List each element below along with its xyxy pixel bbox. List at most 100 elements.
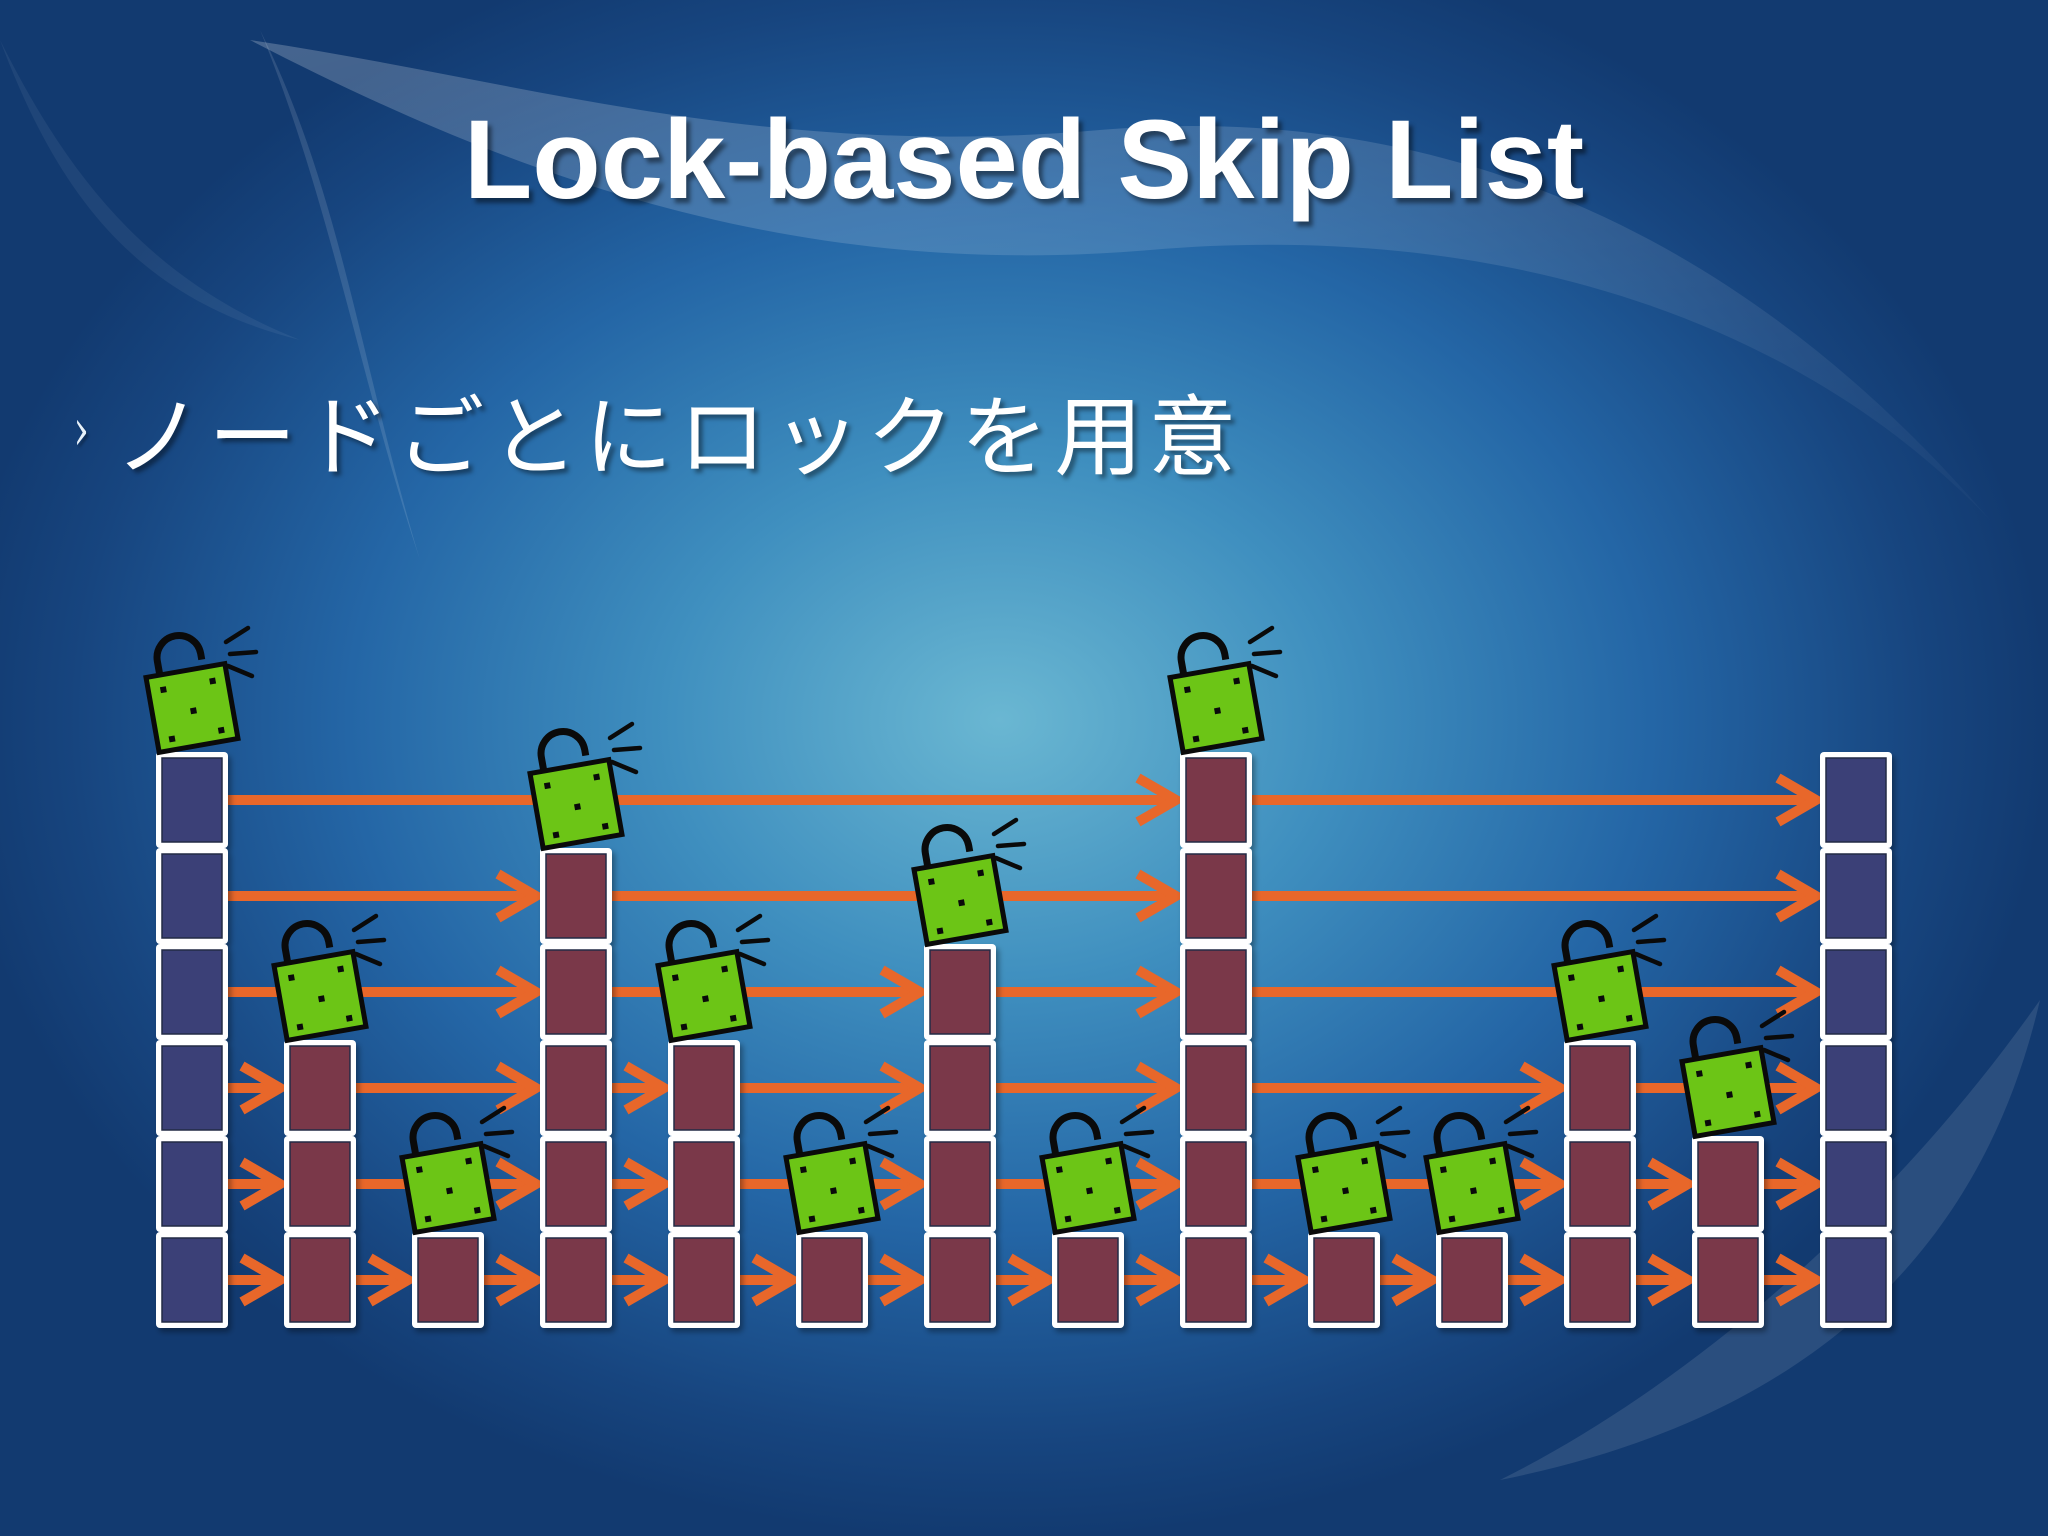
slide-title: Lock-based Skip List [463, 97, 1585, 222]
pointer-arrow [996, 1061, 1186, 1115]
pointer-arrows [228, 773, 1826, 1307]
unlocked-padlock-icon [1423, 1105, 1539, 1236]
pointer-arrow [612, 1253, 674, 1307]
pointer-arrow [1508, 1253, 1570, 1307]
tower-cell [1180, 1040, 1252, 1136]
tower-cell [668, 1040, 740, 1136]
pointer-arrow [1124, 1253, 1186, 1307]
node-tower [1564, 1040, 1636, 1328]
pointer-arrow [996, 1253, 1058, 1307]
pointer-arrow [740, 1061, 930, 1115]
tower-cell [1180, 944, 1252, 1040]
pointer-arrow [1252, 1253, 1314, 1307]
tower-cell [1308, 1232, 1380, 1328]
bullet-marker: › [73, 397, 90, 463]
tower-cell [1180, 752, 1252, 848]
pointer-arrow [1636, 1157, 1698, 1211]
bullet-item: › ノードごとにロックを用意 [70, 375, 1242, 489]
pointer-arrow [612, 1157, 674, 1211]
unlocked-padlock-icon [783, 1105, 899, 1236]
tower-cell [1820, 1136, 1892, 1232]
node-tower [668, 1040, 740, 1328]
pointer-arrow [996, 965, 1186, 1019]
unlocked-padlock-icon [1167, 625, 1283, 756]
bullet-text: ノードごとにロックを用意 [114, 385, 1243, 489]
unlocked-padlock-icon [1679, 1009, 1795, 1140]
tower-cell [1692, 1136, 1764, 1232]
unlocked-padlock-icon [1551, 913, 1667, 1044]
tower-cell [1564, 1136, 1636, 1232]
unlocked-padlock-icon [1039, 1105, 1155, 1236]
tower-cell [796, 1232, 868, 1328]
tower-cell [156, 1040, 228, 1136]
tower-cell [1820, 1232, 1892, 1328]
pointer-arrow [484, 1253, 546, 1307]
pointer-arrow [228, 869, 546, 923]
tower-cell [1180, 1136, 1252, 1232]
tower-cell [540, 848, 612, 944]
tower-cell [1820, 944, 1892, 1040]
tower-cell [1820, 752, 1892, 848]
tower-cell [540, 1232, 612, 1328]
pointer-arrow [740, 1253, 802, 1307]
pointer-arrow [1636, 1253, 1698, 1307]
pointer-arrow [1252, 869, 1826, 923]
unlocked-padlock-icon [527, 721, 643, 852]
pointer-arrow [612, 869, 1186, 923]
pointer-arrow [612, 1061, 674, 1115]
node-tower [1052, 1232, 1124, 1328]
pointer-arrow [228, 1253, 290, 1307]
tower-cell [156, 848, 228, 944]
pointer-arrow [1252, 773, 1826, 827]
tower-cell [156, 1232, 228, 1328]
tower-cell [1180, 848, 1252, 944]
pointer-arrow [1252, 965, 1826, 1019]
node-tower [1436, 1232, 1508, 1328]
tower-cell [284, 1136, 356, 1232]
node-tower [412, 1232, 484, 1328]
pointer-arrow [356, 1061, 546, 1115]
head-sentinel-tower [156, 752, 228, 1328]
tower-cell [156, 944, 228, 1040]
tower-cell [1692, 1232, 1764, 1328]
unlocked-padlock-icon [655, 913, 771, 1044]
unlocked-padlock-icon [399, 1105, 515, 1236]
tower-cell [924, 1232, 996, 1328]
pointer-arrow [1764, 1253, 1826, 1307]
node-tower [540, 848, 612, 1328]
tower-cell [156, 752, 228, 848]
unlocked-padlock-icon [1295, 1105, 1411, 1236]
unlocked-padlock-icon [143, 625, 259, 756]
tower-cell [284, 1040, 356, 1136]
tower-cell [412, 1232, 484, 1328]
node-tower [1308, 1232, 1380, 1328]
unlocked-padlock-icon [911, 817, 1027, 948]
tower-cell [1820, 1040, 1892, 1136]
node-tower [924, 944, 996, 1328]
pointer-arrow [1764, 1157, 1826, 1211]
tower-cell [284, 1232, 356, 1328]
tower-cell [1180, 1232, 1252, 1328]
tower-cell [924, 1040, 996, 1136]
tail-sentinel-tower [1820, 752, 1892, 1328]
pointer-arrow [228, 773, 1186, 827]
pointer-arrow [356, 1253, 418, 1307]
pointer-arrow [1252, 1061, 1570, 1115]
pointer-arrow [868, 1253, 930, 1307]
pointer-arrow [228, 1157, 290, 1211]
tower-cell [540, 1040, 612, 1136]
unlocked-padlock-icon [271, 913, 387, 1044]
tower-cell [540, 1136, 612, 1232]
pointer-arrow [228, 1061, 290, 1115]
tower-cell [1436, 1232, 1508, 1328]
tower-cell [924, 1136, 996, 1232]
tower-cell [540, 944, 612, 1040]
tower-cell [1052, 1232, 1124, 1328]
node-tower [796, 1232, 868, 1328]
tower-cell [1564, 1232, 1636, 1328]
tower-cell [1564, 1040, 1636, 1136]
tower-cell [668, 1232, 740, 1328]
tower-cell [924, 944, 996, 1040]
tower-cell [1820, 848, 1892, 944]
